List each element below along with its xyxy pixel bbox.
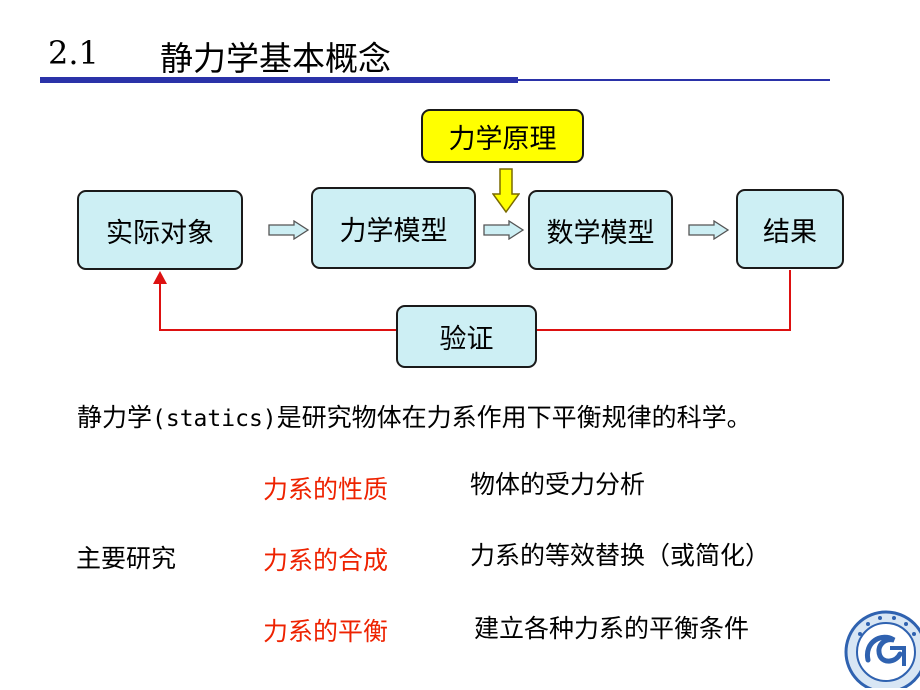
title-underline <box>40 77 518 83</box>
up-arrowhead-icon <box>153 271 167 284</box>
topic-force-system-equilibrium: 力系的平衡 <box>263 617 389 646</box>
topic-force-system-composition: 力系的合成 <box>263 546 389 575</box>
page-title: 静力学基本概念 <box>160 39 391 78</box>
feedback-line-right <box>789 270 791 330</box>
feedback-line-left <box>159 282 161 330</box>
desc-equivalent-replacement: 力系的等效替换（或简化） <box>470 541 771 570</box>
down-arrow-icon <box>492 168 520 214</box>
definition-body: 是研究物体在力系作用下平衡规律的科学。 <box>276 403 752 432</box>
desc-force-analysis: 物体的受力分析 <box>470 470 646 499</box>
right-arrow-icon <box>688 220 730 240</box>
box-mechanical-model: 力学模型 <box>311 187 476 269</box>
box-mechanics-principle: 力学原理 <box>421 109 584 163</box>
definition-latin: (statics) <box>152 406 277 432</box>
university-seal-logo <box>844 610 920 688</box>
feedback-line-bottom-right <box>536 329 791 331</box>
topic-force-system-properties: 力系的性质 <box>263 475 389 504</box>
desc-equilibrium-conditions: 建立各种力系的平衡条件 <box>474 614 750 643</box>
feedback-line-bottom-left <box>159 329 397 331</box>
right-arrow-icon <box>268 220 310 240</box>
main-research-label: 主要研究 <box>76 544 177 573</box>
definition-term: 静力学 <box>77 403 153 432</box>
title-underline-thin <box>518 79 830 81</box>
box-verification: 验证 <box>396 305 537 368</box>
box-result: 结果 <box>736 189 844 269</box>
definition-sentence: 静力学(statics)是研究物体在力系作用下平衡规律的科学。 <box>77 398 752 434</box>
right-arrow-icon <box>483 220 525 240</box>
box-mathematical-model: 数学模型 <box>528 190 673 270</box>
section-number: 2.1 <box>48 34 99 72</box>
box-real-object: 实际对象 <box>77 190 243 270</box>
